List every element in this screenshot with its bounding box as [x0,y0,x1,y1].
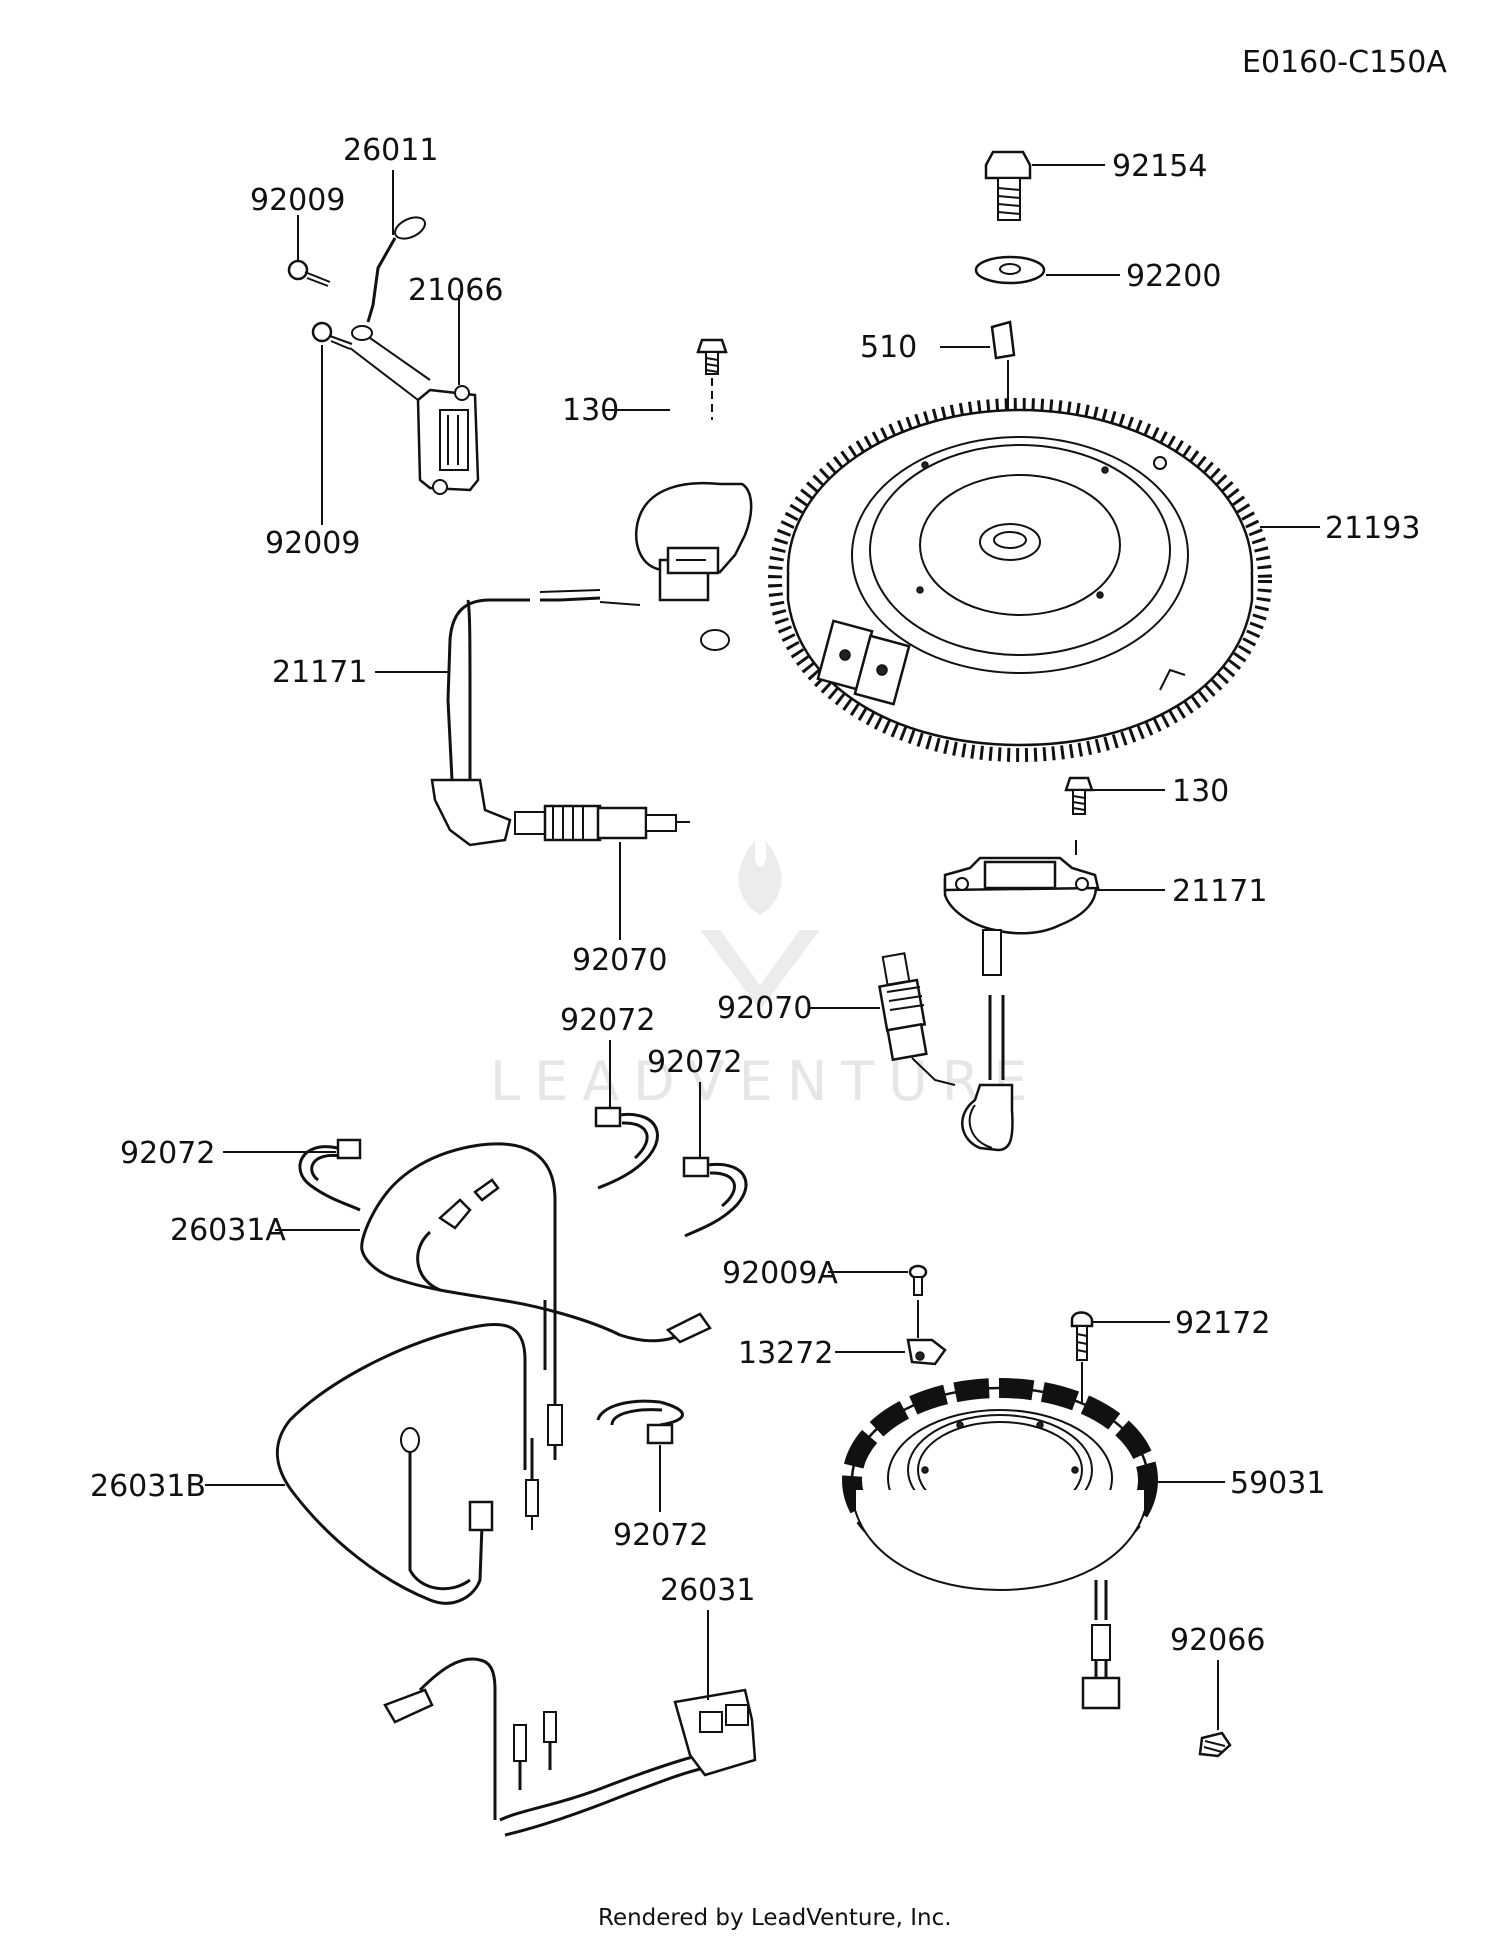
callout-21171-lower: 21171 [1172,874,1267,909]
part-59031-stator-lead[interactable] [1081,1580,1121,1710]
part-21193-flywheel[interactable] [768,398,1272,762]
part-92072-clamp-d[interactable] [596,1399,684,1445]
part-21171-ignition-coil-lead-upper[interactable] [430,596,601,847]
callout-92070-lower: 92070 [717,991,812,1026]
callout-92172: 92172 [1175,1306,1270,1341]
callout-92072-b: 92072 [560,1003,655,1038]
callout-510: 510 [860,330,917,365]
callout-92072-d: 92072 [613,1518,708,1553]
diagram-code: E0160-C150A [1242,45,1447,80]
part-92066-nut[interactable] [1198,1731,1232,1758]
callout-92070-upper: 92070 [572,943,667,978]
part-21171-ignition-coil-upper[interactable] [539,481,753,651]
part-92072-clamp-c[interactable] [682,1156,748,1238]
part-92070-spark-plug-lower[interactable] [878,952,956,1086]
callout-26031: 26031 [660,1573,755,1608]
callout-13272: 13272 [738,1336,833,1371]
part-21171-ignition-coil-lower[interactable] [943,856,1100,976]
callout-21171-upper: 21171 [272,655,367,690]
part-92154-flywheel-bolt[interactable] [984,150,1032,221]
callout-59031: 59031 [1230,1466,1325,1501]
part-21066-regulator[interactable] [416,385,480,495]
callout-130-upper: 130 [562,393,619,428]
part-26031B-harness[interactable] [275,1323,539,1605]
callout-26031A: 26031A [170,1213,286,1248]
part-26011-ground-lead[interactable] [351,213,428,341]
callout-92066: 92066 [1170,1623,1265,1658]
callout-21193: 21193 [1325,511,1420,546]
part-92070-spark-plug-upper[interactable] [514,804,690,842]
part-21171-ignition-coil-lead-lower[interactable] [961,995,1014,1152]
part-26031A-harness[interactable] [360,1142,712,1460]
callout-92154: 92154 [1112,149,1207,184]
part-26031-main-harness[interactable] [383,1657,757,1837]
part-92009-screw-lower[interactable] [311,321,353,350]
callout-92072-a: 92072 [120,1136,215,1171]
callout-26011: 26011 [343,133,438,168]
part-130-bolt-upper[interactable] [696,338,728,375]
part-13272-plate[interactable] [906,1338,947,1366]
part-92009A-screw[interactable] [908,1264,928,1296]
callout-92072-c: 92072 [647,1045,742,1080]
callout-26031B: 26031B [90,1469,206,1504]
part-510-key[interactable] [990,320,1016,360]
footer-credit: Rendered by LeadVenture, Inc. [598,1905,952,1931]
callout-130-lower: 130 [1172,774,1229,809]
callout-92200: 92200 [1126,259,1221,294]
watermark-text: LEADVENTURE [490,1050,1041,1113]
callout-92009-lower: 92009 [265,526,360,561]
part-92072-clamp-b[interactable] [594,1106,659,1190]
part-130-bolt-lower[interactable] [1064,776,1094,815]
callout-21066: 21066 [408,273,503,308]
callout-92009-upper: 92009 [250,183,345,218]
part-92200-washer[interactable] [974,255,1046,285]
part-92009-screw-upper[interactable] [287,259,331,287]
part-92072-clamp-a[interactable] [298,1138,362,1212]
part-92172-bolt[interactable] [1070,1311,1094,1361]
callout-92009A: 92009A [722,1256,838,1291]
part-59031-stator[interactable] [842,1378,1158,1592]
